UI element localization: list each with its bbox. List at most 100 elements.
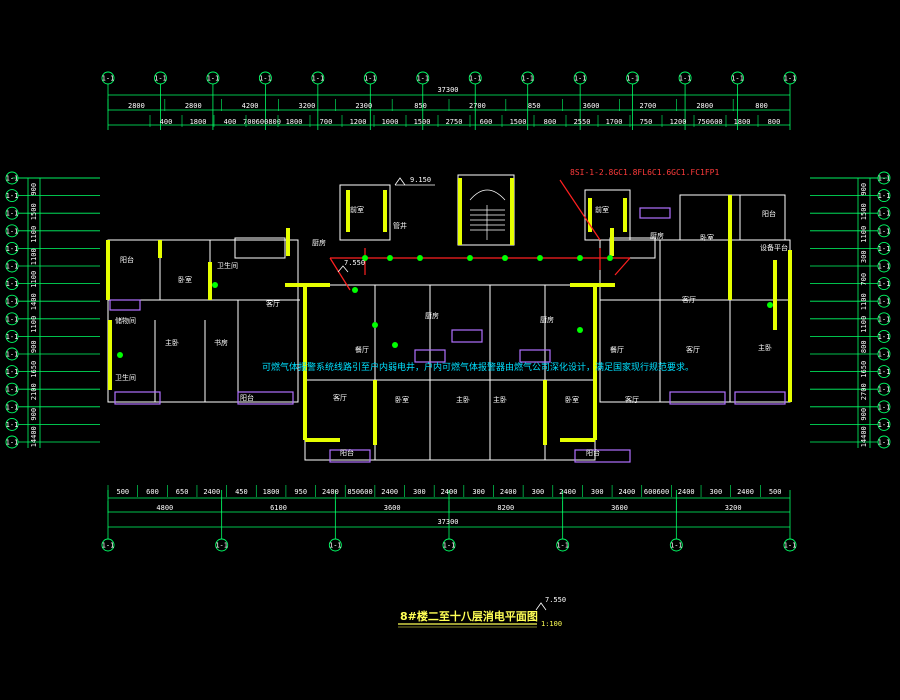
dimension-value: 1100: [30, 248, 38, 265]
dimension-value: 500: [116, 488, 129, 496]
dimension-value: 2550: [574, 118, 591, 126]
axis-bubble: 1-1: [556, 490, 570, 552]
elevation-mid-label: 7.550: [344, 259, 365, 267]
dimension-value: 1200: [670, 118, 687, 126]
axis-label: 1-1: [878, 368, 891, 376]
dimension-value: 750: [640, 118, 653, 126]
cable-annotation: 8SI-1-2.8GC1.8FL6C1.6GC1.FC1FP1: [570, 168, 719, 177]
axis-bubble: 1-1: [810, 347, 891, 361]
dimension-value: 2400: [322, 488, 339, 496]
axis-bubble: 1-1: [810, 241, 891, 255]
axis-label: 1-1: [878, 351, 891, 359]
bottom-overall-dimension: 37300: [437, 518, 458, 526]
dimension-value: 600: [146, 488, 159, 496]
right-axis-bubbles: 1-11-11-11-11-11-11-11-11-11-11-11-11-11…: [810, 171, 891, 449]
dimension-value: 1100: [860, 316, 868, 333]
axis-label: 1-1: [416, 75, 429, 83]
axis-bubble: 1-1: [258, 71, 272, 130]
left-dimension-values: 9001500110011001100140011009001650210090…: [30, 183, 38, 447]
room-label: 客厅: [686, 345, 700, 354]
axis-label: 1-1: [6, 245, 19, 253]
dimension-value: 14400: [30, 426, 38, 447]
axis-label: 1-1: [215, 542, 228, 550]
room-label: 阳台: [762, 209, 776, 218]
elevation-marker-top: 9.150: [394, 176, 435, 186]
axis-bubble: 1-1: [5, 417, 100, 431]
axis-label: 1-1: [878, 227, 891, 235]
axis-label: 1-1: [878, 386, 891, 394]
axis-label: 1-1: [626, 75, 639, 83]
axis-label: 1-1: [878, 263, 891, 271]
axis-label: 1-1: [6, 175, 19, 183]
room-label: 客厅: [625, 395, 639, 404]
room-label: 设备平台: [760, 243, 788, 252]
dimension-value: 6100: [270, 504, 287, 512]
axis-bubble: 1-1: [101, 490, 115, 552]
dimension-value: 800: [860, 340, 868, 353]
axis-bubble: 1-1: [215, 490, 229, 552]
dimension-value: 2750: [446, 118, 463, 126]
axis-bubble: 1-1: [810, 400, 891, 414]
dimension-value: 650: [176, 488, 189, 496]
axis-bubble: 1-1: [468, 71, 482, 130]
dimension-value: 1800: [263, 488, 280, 496]
axis-label: 1-1: [878, 439, 891, 447]
dimension-value: 1500: [510, 118, 527, 126]
dimension-value: 3600: [384, 504, 401, 512]
axis-bubble: 1-1: [810, 259, 891, 273]
axis-bubble: 1-1: [810, 189, 891, 203]
room-label: 客厅: [682, 295, 696, 304]
room-labels: 阳台 卧室 卫生间 客厅 储物间 主卧 书房 卫生间 阳台 客厅 卧室 主卧 主…: [115, 205, 788, 457]
dimension-value: 2400: [381, 488, 398, 496]
axis-bubble: 1-1: [810, 417, 891, 431]
dimension-value: 900: [30, 183, 38, 196]
room-label: 餐厅: [355, 345, 369, 354]
axis-bubble: 1-1: [5, 435, 100, 449]
fire-alarm-devices: [117, 255, 773, 358]
dimension-value: 300: [532, 488, 545, 496]
axis-label: 1-1: [521, 75, 534, 83]
axis-bubble: 1-1: [5, 189, 100, 203]
axis-label: 1-1: [878, 280, 891, 288]
axis-bubble: 1-1: [810, 329, 891, 343]
room-label: 厨房: [425, 311, 439, 320]
axis-label: 1-1: [6, 192, 19, 200]
dimension-value: 1200: [350, 118, 367, 126]
axis-label: 1-1: [6, 439, 19, 447]
room-label: 阳台: [340, 448, 354, 457]
dimension-value: 750600: [697, 118, 722, 126]
dimension-value: 8200: [497, 504, 514, 512]
axis-label: 1-1: [878, 315, 891, 323]
axis-bubble: 1-1: [810, 435, 891, 449]
axis-label: 1-1: [364, 75, 377, 83]
dimension-value: 1800: [734, 118, 751, 126]
dimension-value: 900: [860, 183, 868, 196]
dimension-value: 1400: [30, 293, 38, 310]
dimension-value: 1000: [382, 118, 399, 126]
dimension-value: 300: [710, 488, 723, 496]
dimension-value: 1100: [860, 226, 868, 243]
axis-bubble: 1-1: [5, 259, 100, 273]
axis-label: 1-1: [329, 542, 342, 550]
axis-label: 1-1: [6, 210, 19, 218]
dimension-value: 900: [30, 408, 38, 421]
axis-label: 1-1: [312, 75, 325, 83]
dimension-value: 600600: [644, 488, 669, 496]
dimension-value: 1650: [860, 361, 868, 378]
left-dimension-lines: [12, 177, 100, 448]
room-label: 卧室: [395, 395, 409, 404]
axis-bubble: 1-1: [810, 206, 891, 220]
axis-label: 1-1: [878, 298, 891, 306]
axis-bubble: 1-1: [5, 365, 100, 379]
axis-label: 1-1: [6, 368, 19, 376]
title-elevation-label: 7.550: [545, 596, 566, 604]
dimension-value: 3600: [611, 504, 628, 512]
dimension-value: 1500: [414, 118, 431, 126]
dimension-value: 2700: [469, 102, 486, 110]
axis-bubble: 1-1: [626, 71, 640, 130]
axis-bubble: 1-1: [363, 71, 377, 130]
axis-label: 1-1: [6, 280, 19, 288]
axis-bubble: 1-1: [810, 294, 891, 308]
